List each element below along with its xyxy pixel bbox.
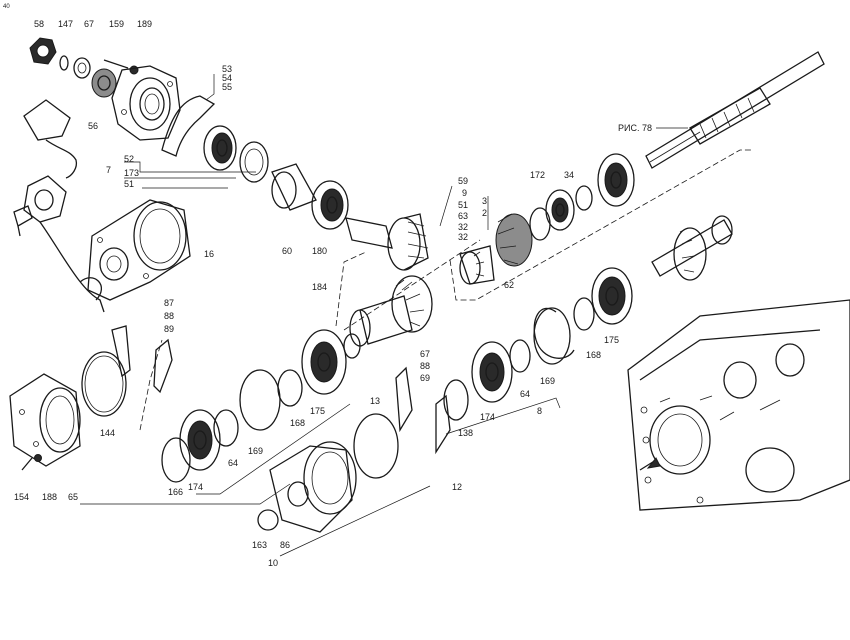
label-89: 89 — [164, 324, 174, 334]
gearbox-housing — [627, 299, 850, 511]
label-188-left: 188 — [42, 492, 57, 502]
hub-housing — [87, 199, 191, 301]
label-172: 172 — [530, 170, 545, 180]
right-shaft-gear — [533, 215, 733, 359]
label-174-centre: 174 — [480, 412, 495, 422]
label-51-centre: 51 — [458, 200, 468, 210]
label-64-left: 64 — [228, 458, 238, 468]
label-2: 2 — [482, 208, 487, 218]
label-173: 173 — [124, 168, 139, 178]
label-163: 163 — [252, 540, 267, 550]
label-87: 87 — [164, 298, 174, 308]
lower-centre-assembly — [257, 307, 571, 533]
label-67: 67 — [84, 19, 94, 29]
label-7: 7 — [106, 165, 111, 175]
label-56: 56 — [88, 121, 98, 131]
label-34: 34 — [564, 170, 574, 180]
label-60: 60 — [282, 246, 292, 256]
label-154: 154 — [14, 492, 29, 502]
input-bearings — [203, 125, 349, 230]
top-left-assembly — [13, 37, 216, 313]
label-169-left: 169 — [248, 446, 263, 456]
label-159: 159 — [109, 19, 124, 29]
part-labels: 58 147 67 159 189 53 54 55 56 52 7 173 5… — [14, 19, 619, 568]
assembly-outlines — [80, 74, 752, 557]
label-166: 166 — [168, 487, 183, 497]
label-62: 62 — [504, 280, 514, 290]
label-88: 88 — [164, 311, 174, 321]
label-12: 12 — [452, 482, 462, 492]
label-69: 69 — [420, 373, 430, 383]
label-168-centre: 168 — [586, 350, 601, 360]
label-184: 184 — [312, 282, 327, 292]
label-10: 10 — [268, 558, 278, 568]
output-shaft — [645, 51, 825, 169]
label-13: 13 — [370, 396, 380, 406]
label-32-lower: 32 — [458, 232, 468, 242]
label-138: 138 — [458, 428, 473, 438]
label-63: 63 — [458, 211, 468, 221]
label-64-centre: 64 — [520, 389, 530, 399]
differential-gears — [459, 153, 635, 285]
label-147: 147 — [58, 19, 73, 29]
lower-left-assembly — [9, 325, 361, 483]
label-168-left: 168 — [290, 418, 305, 428]
label-59: 59 — [458, 176, 468, 186]
label-8: 8 — [537, 406, 542, 416]
label-51: 51 — [124, 179, 134, 189]
label-175-centre: 175 — [604, 335, 619, 345]
label-54: 54 — [222, 73, 232, 83]
label-174-left: 174 — [188, 482, 203, 492]
label-189: 189 — [137, 19, 152, 29]
label-86: 86 — [280, 540, 290, 550]
label-144: 144 — [100, 428, 115, 438]
label-16: 16 — [204, 249, 214, 259]
label-53: 53 — [222, 64, 232, 74]
corner-mark: 40 — [3, 4, 10, 10]
label-169-centre: 169 — [540, 376, 555, 386]
label-175-left: 175 — [310, 406, 325, 416]
shaft-reference-label: РИС. 78 — [618, 123, 652, 133]
label-180: 180 — [312, 246, 327, 256]
label-67-lower: 67 — [420, 349, 430, 359]
label-55: 55 — [222, 82, 232, 92]
label-65: 65 — [68, 492, 78, 502]
label-3: 3 — [482, 196, 487, 206]
label-58: 58 — [34, 19, 44, 29]
label-9: 9 — [462, 188, 467, 198]
label-88-lower: 88 — [420, 361, 430, 371]
label-52: 52 — [124, 154, 134, 164]
label-32-upper: 32 — [458, 222, 468, 232]
